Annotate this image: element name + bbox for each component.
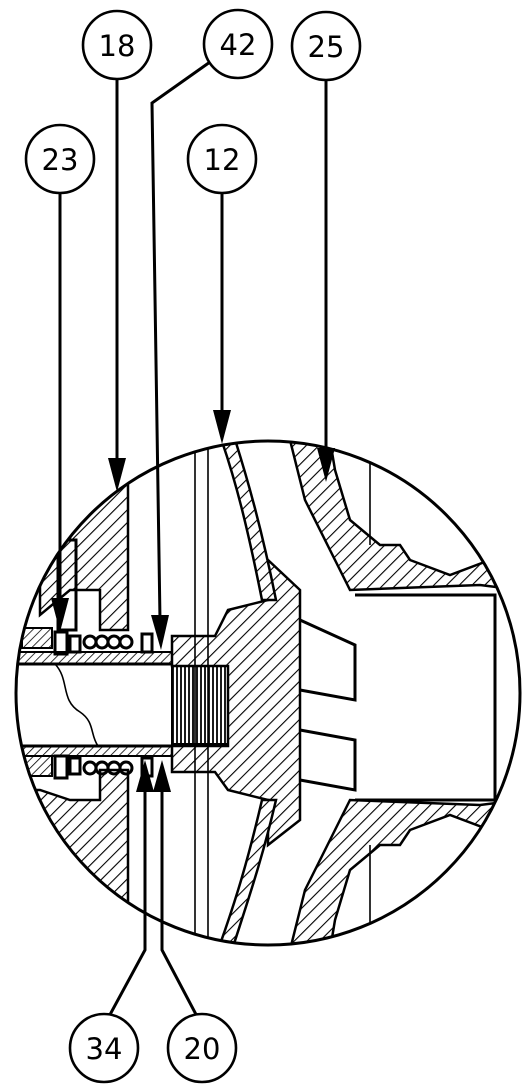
impeller-vane-2 bbox=[299, 728, 357, 792]
impeller-vane-1 bbox=[299, 618, 357, 702]
mechanical-seal-top bbox=[21, 627, 154, 656]
suction-eye bbox=[355, 593, 497, 802]
callout-12: 12 bbox=[186, 123, 258, 195]
callout-25: 25 bbox=[290, 10, 362, 82]
callout-20: 20 bbox=[166, 1012, 238, 1084]
callout-label-34: 34 bbox=[86, 1032, 123, 1066]
seal-housing-lower bbox=[16, 768, 130, 945]
impeller-shroud-lower bbox=[216, 798, 278, 945]
leader-lines bbox=[51, 60, 335, 1023]
impeller-shroud bbox=[216, 441, 278, 602]
callout-label-42: 42 bbox=[220, 28, 257, 62]
impeller-threads bbox=[171, 665, 229, 745]
volute-wall-lower bbox=[288, 798, 520, 945]
callout-label-20: 20 bbox=[184, 1032, 221, 1066]
callout-label-23: 23 bbox=[42, 143, 79, 177]
mechanical-seal-bottom bbox=[21, 754, 154, 780]
callout-42: 42 bbox=[202, 8, 274, 80]
callout-34: 34 bbox=[68, 1012, 140, 1084]
callout-label-12: 12 bbox=[204, 143, 241, 177]
detail-circle bbox=[14, 439, 522, 947]
shaft bbox=[16, 662, 172, 748]
shaft-break-line bbox=[54, 663, 99, 747]
callout-23: 23 bbox=[24, 123, 96, 195]
callout-label-25: 25 bbox=[308, 30, 345, 64]
callout-18: 18 bbox=[81, 9, 153, 81]
shaft-sleeve-top bbox=[16, 651, 173, 665]
detail-view bbox=[16, 441, 520, 945]
callout-label-18: 18 bbox=[99, 29, 136, 63]
volute-wall-upper bbox=[288, 441, 520, 592]
